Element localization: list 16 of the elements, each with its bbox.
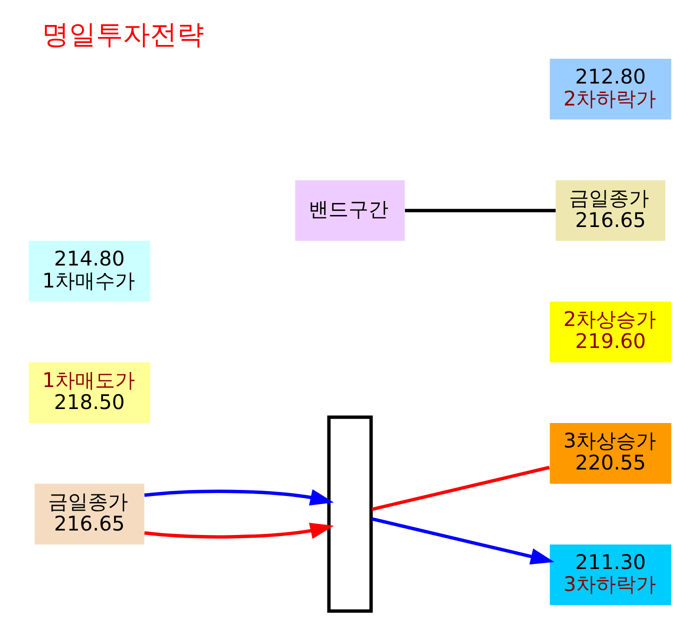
node-box: 1차매도가 218.50 bbox=[28, 362, 150, 424]
arrow bbox=[144, 522, 334, 539]
node-box: 3차상승가 220.55 bbox=[549, 423, 671, 484]
node-box: 214.80 1차매수가 bbox=[28, 240, 150, 302]
node-box: 금일종가 216.65 bbox=[555, 180, 665, 241]
node-box: 212.80 2차하락가 bbox=[549, 58, 671, 120]
node-box: 211.30 3차하락가 bbox=[549, 544, 671, 606]
diagram-title: 명일투자전략 bbox=[42, 19, 204, 50]
node-box: 밴드구간 bbox=[294, 180, 404, 241]
node-box: 금일종가 216.65 bbox=[34, 484, 144, 544]
arrow bbox=[370, 517, 554, 565]
connector bbox=[404, 208, 556, 212]
node-box: 2차상승가 219.60 bbox=[549, 302, 671, 362]
arrow bbox=[144, 489, 334, 506]
connector bbox=[370, 466, 550, 511]
node-box bbox=[326, 415, 372, 613]
